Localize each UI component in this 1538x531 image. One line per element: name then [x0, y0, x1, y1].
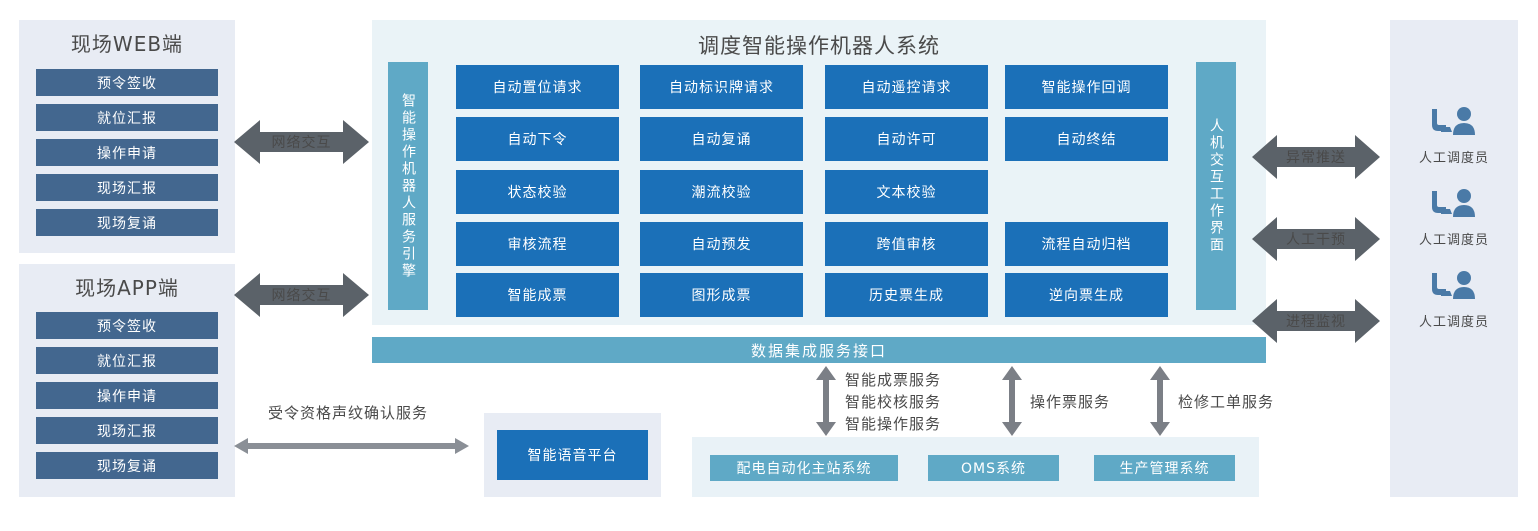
manual-intervention-label: 人工干预 [1286, 232, 1346, 248]
service-engine-bar: 智能操作机器人服务引擎 [388, 62, 428, 310]
web-item-2[interactable]: 操作申请 [36, 139, 218, 166]
service-arrow-three [1148, 366, 1172, 436]
service-arrow-one [814, 366, 838, 436]
service-label-0: 智能成票服务 [845, 371, 942, 389]
grid-cell-r2c2[interactable]: 文本校验 [825, 170, 988, 214]
grid-cell-r0c3[interactable]: 智能操作回调 [1005, 65, 1168, 109]
service-arrow-two [1000, 366, 1024, 436]
web-item-0[interactable]: 预令签收 [36, 69, 218, 96]
grid-cell-r3c1[interactable]: 自动预发 [640, 222, 803, 266]
process-monitor-arrow [1252, 295, 1380, 347]
app-item-3[interactable]: 现场汇报 [36, 417, 218, 444]
grid-cell-r3c3[interactable]: 流程自动归档 [1005, 222, 1168, 266]
grid-cell-r3c2[interactable]: 跨值审核 [825, 222, 988, 266]
operator-label-0: 人工调度员 [1418, 151, 1489, 166]
dispatcher-icon [1406, 105, 1502, 145]
operator-0: 人工调度员 [1406, 105, 1502, 166]
data-integration-bar: 数据集成服务接口 [372, 337, 1266, 363]
grid-cell-r4c0[interactable]: 智能成票 [456, 273, 619, 317]
operator-label-1: 人工调度员 [1418, 233, 1489, 248]
operator-label-2: 人工调度员 [1418, 315, 1489, 330]
app-item-0[interactable]: 预令签收 [36, 312, 218, 339]
app-network-arrow [234, 269, 369, 321]
web-item-1[interactable]: 就位汇报 [36, 104, 218, 131]
app-item-4[interactable]: 现场复诵 [36, 452, 218, 479]
grid-cell-r4c1[interactable]: 图形成票 [640, 273, 803, 317]
hmi-interface-bar: 人机交互工作界面 [1196, 62, 1236, 310]
grid-cell-r2c0[interactable]: 状态校验 [456, 170, 619, 214]
exception-push-label: 异常推送 [1286, 150, 1346, 166]
app-item-1[interactable]: 就位汇报 [36, 347, 218, 374]
grid-cell-r0c1[interactable]: 自动标识牌请求 [640, 65, 803, 109]
app-item-2[interactable]: 操作申请 [36, 382, 218, 409]
service-label-1: 智能校核服务 [845, 393, 942, 411]
grid-cell-r0c2[interactable]: 自动遥控请求 [825, 65, 988, 109]
grid-cell-r1c2[interactable]: 自动许可 [825, 117, 988, 161]
grid-cell-r1c0[interactable]: 自动下令 [456, 117, 619, 161]
operator-2: 人工调度员 [1406, 269, 1502, 330]
robot-system-title: 调度智能操作机器人系统 [698, 34, 940, 58]
web-item-3[interactable]: 现场汇报 [36, 174, 218, 201]
dispatcher-icon [1406, 187, 1502, 227]
voice-service-arrow [234, 437, 469, 455]
web-network-arrow-label: 网络交互 [271, 135, 332, 151]
app-client-title: 现场APP端 [75, 276, 179, 300]
dispatcher-icon [1406, 269, 1502, 309]
voice-service-label: 受令资格声纹确认服务 [268, 404, 429, 422]
grid-cell-r1c3[interactable]: 自动终结 [1005, 117, 1168, 161]
grid-cell-r3c0[interactable]: 审核流程 [456, 222, 619, 266]
exception-push-arrow [1252, 131, 1380, 183]
service-group-one-labels: 智能成票服务 智能校核服务 智能操作服务 [845, 369, 941, 435]
system-box-2[interactable]: 生产管理系统 [1094, 455, 1235, 481]
service-group-two-label: 操作票服务 [1030, 393, 1111, 411]
grid-cell-r4c3[interactable]: 逆向票生成 [1005, 273, 1168, 317]
web-item-4[interactable]: 现场复诵 [36, 209, 218, 236]
service-label-2: 智能操作服务 [845, 415, 942, 433]
voice-platform-box[interactable]: 智能语音平台 [497, 430, 648, 480]
grid-cell-r2c1[interactable]: 潮流校验 [640, 170, 803, 214]
system-box-1[interactable]: OMS系统 [928, 455, 1059, 481]
app-network-arrow-label: 网络交互 [271, 288, 332, 304]
process-monitor-label: 进程监视 [1286, 314, 1346, 330]
operator-1: 人工调度员 [1406, 187, 1502, 248]
grid-cell-r1c1[interactable]: 自动复诵 [640, 117, 803, 161]
service-group-three-label: 检修工单服务 [1178, 393, 1275, 411]
operators-panel [1390, 20, 1518, 497]
grid-cell-r4c2[interactable]: 历史票生成 [825, 273, 988, 317]
web-client-title: 现场WEB端 [70, 32, 184, 56]
system-box-0[interactable]: 配电自动化主站系统 [710, 455, 898, 481]
grid-cell-r0c0[interactable]: 自动置位请求 [456, 65, 619, 109]
web-network-arrow [234, 116, 369, 168]
manual-intervention-arrow [1252, 213, 1380, 265]
